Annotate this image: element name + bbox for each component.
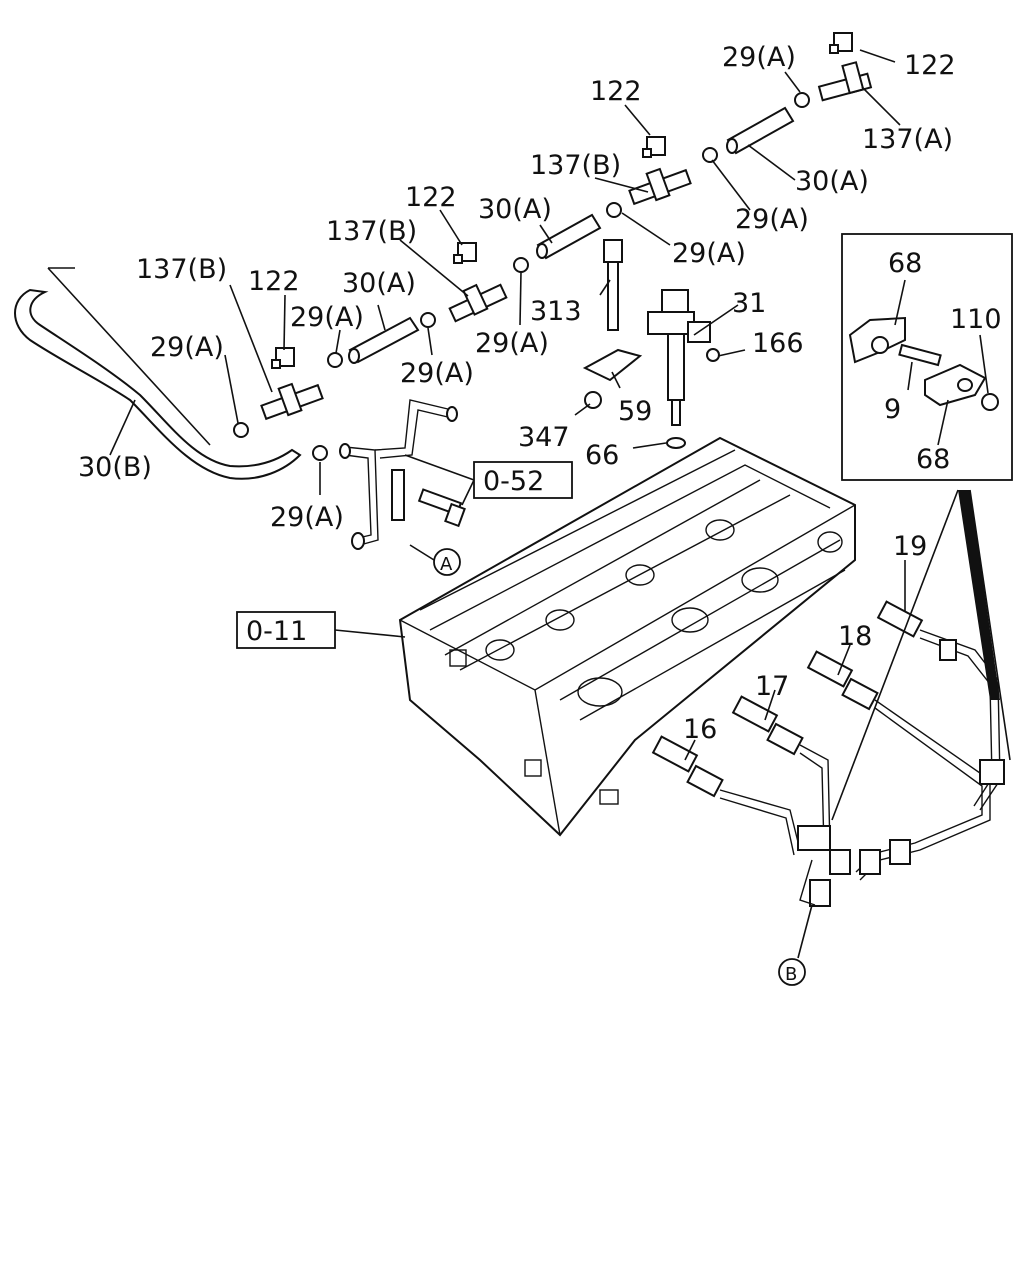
hose-30a-3	[726, 106, 795, 155]
cylinder-head	[398, 436, 856, 837]
callout-66: 66	[585, 440, 619, 471]
ref-circle-a	[433, 548, 461, 576]
clip-122-2	[453, 242, 477, 264]
tee-137b-mid	[448, 283, 508, 323]
callout-347: 347	[518, 422, 570, 453]
hose-30a-1	[348, 316, 420, 364]
tee-137b-right	[628, 167, 692, 206]
callout-18: 18	[838, 621, 872, 652]
callout-68-top: 68	[888, 248, 922, 279]
callout-17: 17	[755, 671, 789, 702]
callout-29a-far-left: 29(A)	[150, 332, 224, 363]
callout-29a-upper-right: 29(A)	[735, 204, 809, 235]
callout-166: 166	[752, 328, 804, 359]
callout-137b-left: 137(B)	[136, 254, 227, 285]
callout-137b-upper: 137(B)	[530, 150, 621, 181]
ref-box-0-52	[473, 461, 573, 499]
callout-122-mid: 122	[405, 182, 457, 213]
callout-30b-label: 30(B)	[78, 452, 152, 483]
water-pipe	[339, 399, 466, 550]
clip-122-4	[829, 32, 853, 54]
callout-122-left: 122	[248, 266, 300, 297]
callout-30a-left: 30(A)	[342, 268, 416, 299]
clip-122-1	[271, 347, 295, 369]
callout-313: 313	[530, 296, 582, 327]
callout-29a-center: 29(A)	[475, 328, 549, 359]
callout-29a-top: 29(A)	[722, 42, 796, 73]
callout-0-52: 0-52	[483, 466, 544, 497]
callout-59: 59	[618, 396, 652, 427]
callout-110: 110	[950, 304, 1002, 335]
callout-a: A	[440, 554, 453, 575]
tee-137b-left	[260, 382, 324, 421]
callout-29a-bottom: 29(A)	[270, 502, 344, 533]
callout-29a-mid-right: 29(A)	[672, 238, 746, 269]
hose-30a-2	[536, 213, 602, 260]
callout-68-bottom: 68	[916, 444, 950, 475]
detail-clamp-parts	[848, 316, 999, 411]
callout-137a: 137(A)	[862, 124, 953, 155]
callout-16: 16	[683, 714, 717, 745]
bracket-59	[582, 348, 643, 382]
coolant-hose-30b	[14, 267, 302, 480]
injector-31	[647, 289, 711, 426]
callout-29a-left-mid: 29(A)	[290, 302, 364, 333]
callout-122-top-right: 122	[904, 50, 956, 81]
detail-pointer-wedge	[958, 490, 1000, 700]
callout-9: 9	[884, 394, 901, 425]
tee-137a	[817, 61, 873, 102]
hose-clamps-29a	[233, 92, 810, 461]
callout-31: 31	[732, 288, 766, 319]
ref-circle-b	[778, 958, 806, 986]
o-ring-166	[706, 348, 720, 362]
callout-labels: 29(A) 122 122 137(A) 137(B) 30(A) 29(A) …	[136, 42, 1002, 985]
callout-137b-mid: 137(B)	[326, 216, 417, 247]
washer-66	[666, 437, 686, 449]
callout-b: B	[785, 964, 797, 985]
callout-30a-upper: 30(A)	[795, 166, 869, 197]
callout-0-11: 0-11	[246, 616, 307, 647]
injection-pipes	[651, 600, 1005, 907]
bolt-313	[603, 239, 623, 331]
clip-122-3	[642, 136, 666, 158]
callout-29a-lower: 29(A)	[400, 358, 474, 389]
leader-lines	[109, 49, 989, 959]
callout-19: 19	[893, 531, 927, 562]
callout-30a-mid: 30(A)	[478, 194, 552, 225]
callout-122-upper: 122	[590, 76, 642, 107]
